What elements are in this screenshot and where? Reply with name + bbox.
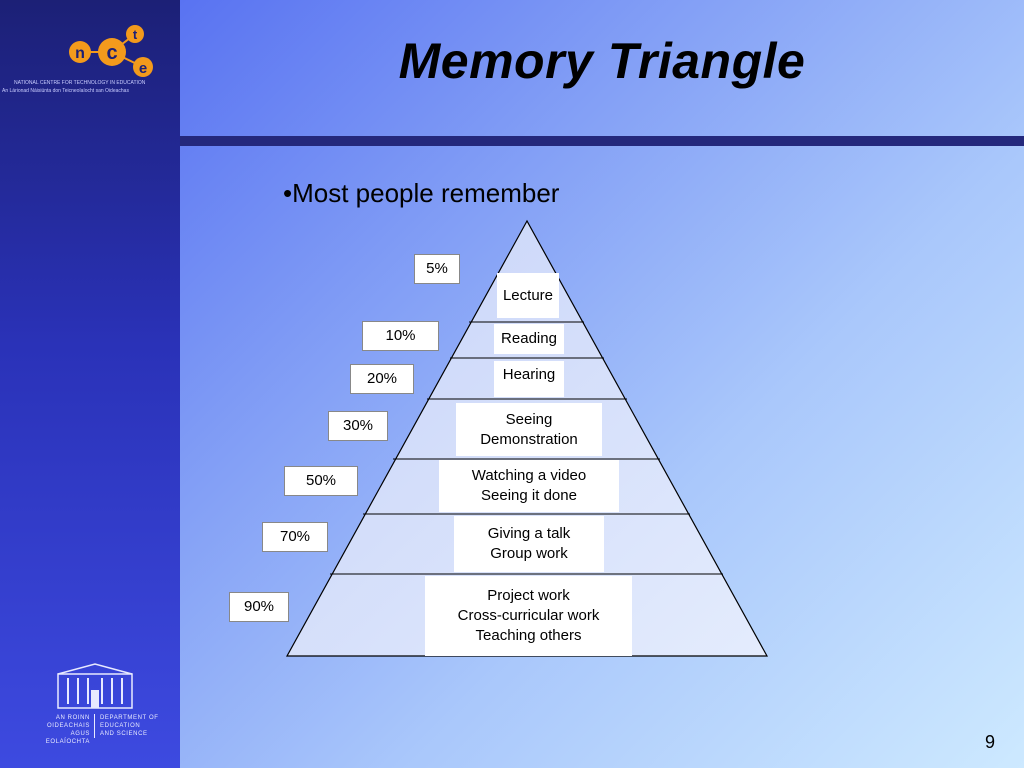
level-text-line: Watching a video <box>471 467 587 484</box>
logo-letter-n: n <box>75 45 85 62</box>
level-text-line: Seeing <box>505 410 553 428</box>
department-name-english: DEPARTMENT OF EDUCATION AND SCIENCE <box>100 714 158 738</box>
level-label: Project work Cross-curricular work Teach… <box>425 576 632 656</box>
logo-line-1: NATIONAL CENTRE FOR TECHNOLOGY IN EDUCAT… <box>14 80 146 86</box>
percent-badge: 90% <box>229 592 289 622</box>
dept-en-line-3: AND SCIENCE <box>100 731 148 737</box>
level-label: Seeing Demonstration <box>456 403 602 456</box>
percent-badge: 50% <box>284 466 358 496</box>
ncte-logo-graphic: n c t e <box>69 25 153 77</box>
level-text-line: Project work <box>487 587 570 604</box>
level-label: Watching a video Seeing it done <box>439 460 619 512</box>
dept-ga-line-1: AN ROINN <box>55 715 90 721</box>
percent-badge: 30% <box>328 411 388 441</box>
department-divider <box>94 714 95 738</box>
logo-line-2: An Lárionad Náisiúnta don Teicneolaíocht… <box>2 88 129 94</box>
level-text-line: Teaching others <box>475 627 582 644</box>
level-label: Reading <box>494 324 564 354</box>
logo-letter-e: e <box>139 60 147 77</box>
level-text-line: Group work <box>490 545 568 562</box>
percent-badge: 10% <box>362 321 439 351</box>
dept-ga-line-2: OIDEACHAIS <box>46 723 90 729</box>
title-divider <box>180 136 1024 146</box>
level-label: Lecture <box>497 273 559 318</box>
dept-en-line-1: DEPARTMENT OF <box>100 715 159 721</box>
level-label: Hearing <box>494 361 564 397</box>
percent-badge: 5% <box>414 254 460 284</box>
level-label: Giving a talk Group work <box>454 516 604 572</box>
logo-letter-t: t <box>133 27 138 42</box>
level-text-line: Hearing <box>502 366 556 383</box>
level-text-line: Giving a talk <box>487 525 571 542</box>
level-text-line: Reading <box>501 330 557 347</box>
slide-title: Memory Triangle <box>398 33 806 89</box>
logo-letter-c: c <box>106 42 117 64</box>
bullet-text: •Most people remember <box>283 178 560 208</box>
sidebar <box>0 0 180 768</box>
ncte-logo: n c t e NATIONAL CENTRE FOR TECHNOLOGY I… <box>0 0 180 100</box>
page-number: 9 <box>985 732 996 752</box>
level-text-line: Seeing it done <box>481 487 577 504</box>
dept-en-line-2: EDUCATION <box>100 723 141 729</box>
percent-badge: 20% <box>350 364 414 394</box>
level-text-line: Demonstration <box>480 430 578 448</box>
department-emblem: AN ROINN OIDEACHAIS AGUS EOLAÍOCHTA DEPA… <box>20 660 170 745</box>
level-text-line: Cross-curricular work <box>457 607 600 624</box>
department-name-irish: AN ROINN OIDEACHAIS AGUS EOLAÍOCHTA <box>28 714 90 746</box>
level-text-line: Lecture <box>502 286 554 304</box>
building-icon <box>57 663 133 709</box>
percent-badge: 70% <box>262 522 328 552</box>
dept-ga-line-3: AGUS EOLAÍOCHTA <box>45 731 90 745</box>
